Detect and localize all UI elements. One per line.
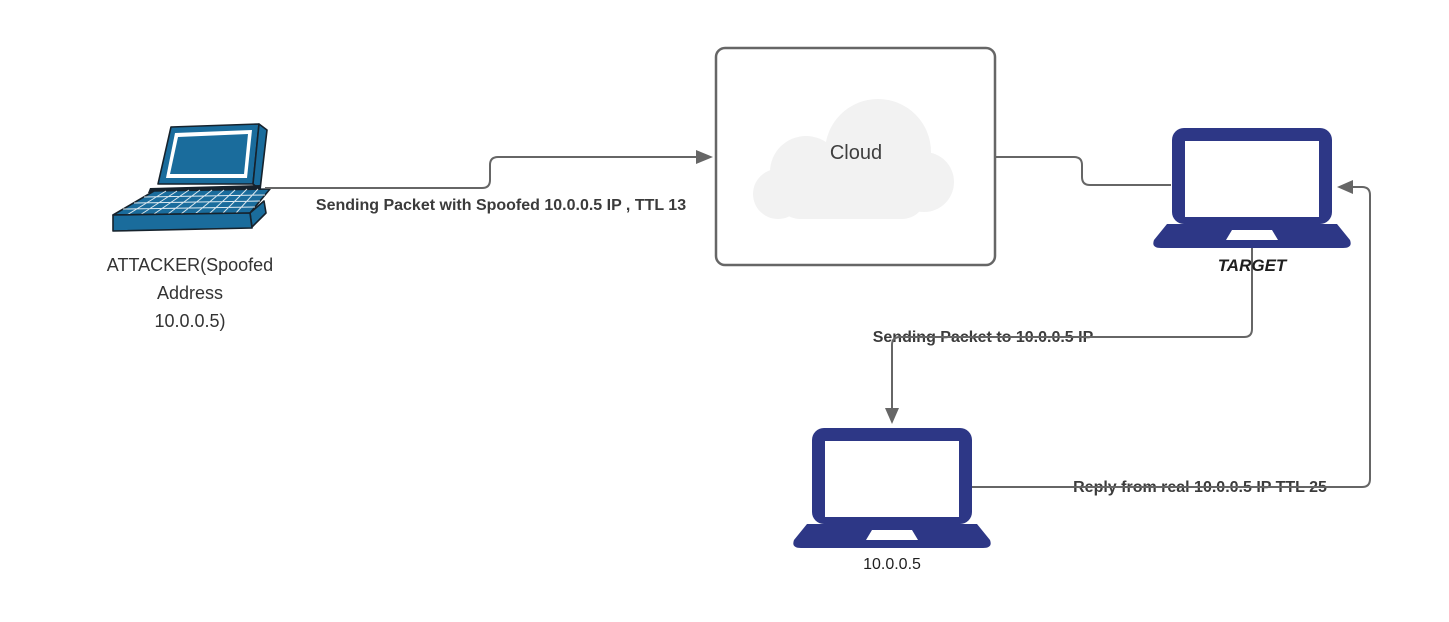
target-label: TARGET <box>1217 256 1287 275</box>
arrowhead-right-icon <box>696 150 713 164</box>
edge-cloud-to-target <box>995 156 1171 186</box>
edge-host-to-target <box>972 186 1371 488</box>
attacker-laptop-icon <box>112 123 271 232</box>
edge-attacker-to-cloud <box>265 156 697 189</box>
cloud-icon <box>753 99 954 219</box>
edge-label-spoofed-packet: Sending Packet with Spoofed 10.0.0.5 IP … <box>316 197 686 214</box>
edge-target-to-host <box>891 248 1253 409</box>
attacker-label: ATTACKER(Spoofed Address 10.0.0.5) <box>106 255 274 331</box>
arrowhead-down-icon <box>885 408 899 424</box>
arrowhead-left-icon <box>1337 180 1353 194</box>
target-laptop-icon <box>1153 128 1351 248</box>
host-label: 10.0.0.5 <box>863 556 921 573</box>
host-laptop-icon <box>793 428 991 548</box>
cloud-label: Cloud <box>829 142 883 164</box>
